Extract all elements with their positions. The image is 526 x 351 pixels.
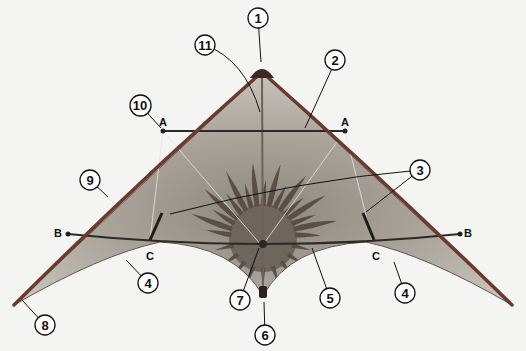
bridle-lines [150, 131, 372, 246]
point-label: A [341, 117, 349, 128]
point-label: B [464, 228, 472, 239]
callout-circle: 3 [409, 159, 431, 181]
callout-number: 6 [254, 324, 276, 342]
callout-number: 1 [247, 7, 269, 25]
callout-circle: 5 [319, 287, 341, 309]
callout-number: 4 [137, 272, 159, 290]
callout-circle: 8 [34, 314, 56, 336]
upper-spreader [163, 130, 345, 132]
spine [262, 74, 263, 294]
callout-circle: 6 [254, 324, 276, 346]
sun-ray [226, 171, 248, 212]
point-label: A [159, 117, 167, 128]
sun-ray [232, 260, 246, 277]
callout-number: 7 [229, 289, 251, 307]
callout-circle: 1 [247, 7, 269, 29]
sun-ray [279, 260, 293, 277]
sun-ray [221, 252, 239, 265]
standoffs [150, 213, 374, 240]
leader-lines [22, 18, 420, 335]
callout-circle: 10 [129, 94, 152, 117]
centre-connector [259, 240, 267, 248]
callout-circle: 11 [194, 34, 216, 56]
sun-ray [270, 266, 279, 286]
callout-number: 3 [409, 159, 431, 177]
leading-edges [14, 72, 512, 305]
callout-number: 5 [319, 287, 341, 305]
callout-number: 4 [394, 282, 416, 300]
point-label: C [372, 251, 380, 262]
sun-ray [295, 233, 321, 238]
callout-number: 9 [79, 169, 101, 187]
callout-circle: 7 [229, 289, 251, 311]
callout-number: 8 [34, 314, 56, 332]
sun-design [191, 163, 337, 288]
nose-cap [250, 69, 274, 78]
sun-ray [287, 252, 305, 265]
sun-ray [191, 214, 233, 232]
sun-ray [206, 230, 232, 238]
sun-ray [252, 163, 260, 207]
callout-circle: 4 [137, 272, 159, 294]
callout-circle: 4 [394, 282, 416, 304]
sail [14, 72, 512, 305]
sun-ray [293, 221, 337, 232]
fittings [66, 129, 463, 237]
callout-number: 11 [194, 34, 216, 52]
callout-circle: 9 [79, 169, 101, 191]
callout-number: 10 [129, 94, 152, 112]
callout-number: 2 [324, 49, 346, 67]
point-label: C [146, 251, 154, 262]
tail-cap [259, 286, 267, 298]
point-label: B [54, 228, 62, 239]
callout-circle: 2 [324, 49, 346, 71]
